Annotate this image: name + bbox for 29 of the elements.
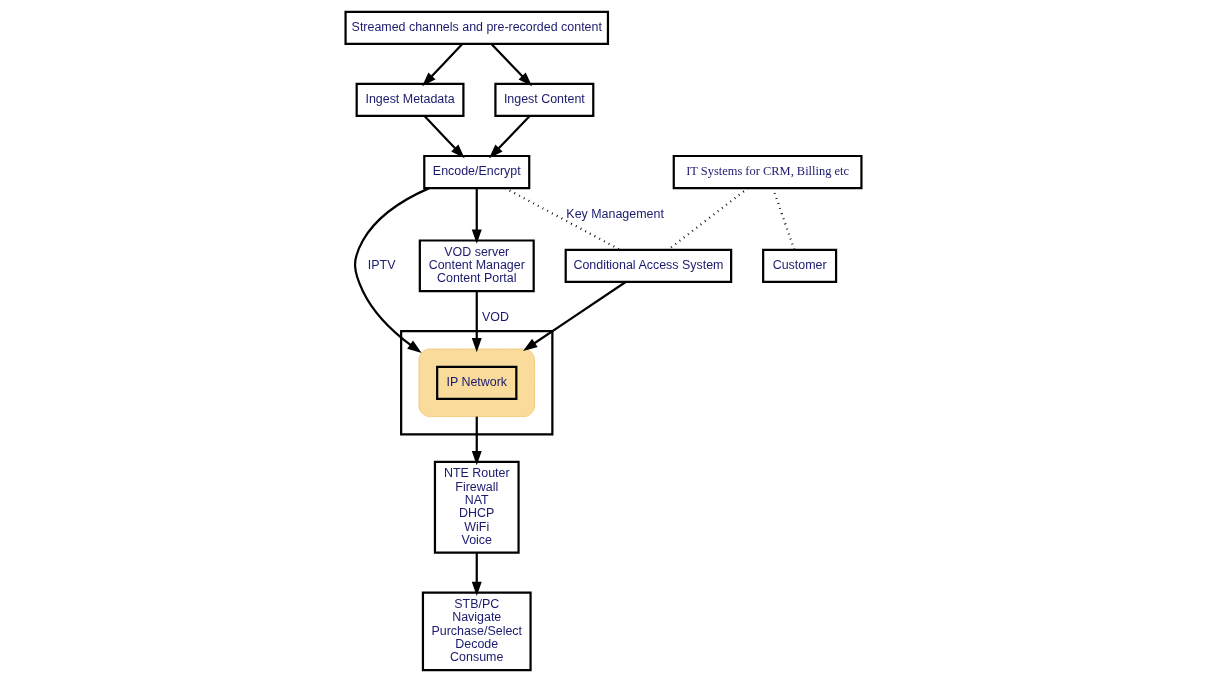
node-box: VOD server Content Manager Content Portal <box>418 239 535 293</box>
connector <box>771 187 796 251</box>
node-box: IP Network <box>436 365 518 400</box>
arrow <box>471 188 482 244</box>
arrow <box>471 416 482 466</box>
node-box: NTE Router Firewall NAT DHCP WiFi Voice <box>433 460 520 554</box>
cluster <box>400 330 554 436</box>
arrow <box>471 552 482 597</box>
node-box: Conditional Access System <box>564 248 733 283</box>
node-box: Ingest Metadata <box>355 82 465 118</box>
node-box: Encode/Encrypt <box>423 154 531 190</box>
arrow <box>471 291 482 353</box>
node-box: Streamed channels and pre-recorded content <box>344 10 610 46</box>
node-box: Ingest Content <box>494 82 595 118</box>
arrow <box>490 43 533 87</box>
connector <box>504 187 621 251</box>
arrow <box>523 281 627 351</box>
arrow <box>423 115 465 159</box>
edge-label: IPTV <box>367 258 396 273</box>
connector <box>667 187 749 251</box>
node-box: Customer <box>762 248 838 283</box>
arrow <box>354 187 430 353</box>
edge-label: Key Management <box>566 206 664 221</box>
node-box: STB/PC Navigate Purchase/Select Decode Consume <box>421 591 532 672</box>
node-box: IT Systems for CRM, Billing etc <box>672 154 863 190</box>
arrow <box>489 115 531 159</box>
edge-label: VOD <box>482 309 509 324</box>
cluster <box>418 348 535 418</box>
arrow <box>422 43 464 87</box>
